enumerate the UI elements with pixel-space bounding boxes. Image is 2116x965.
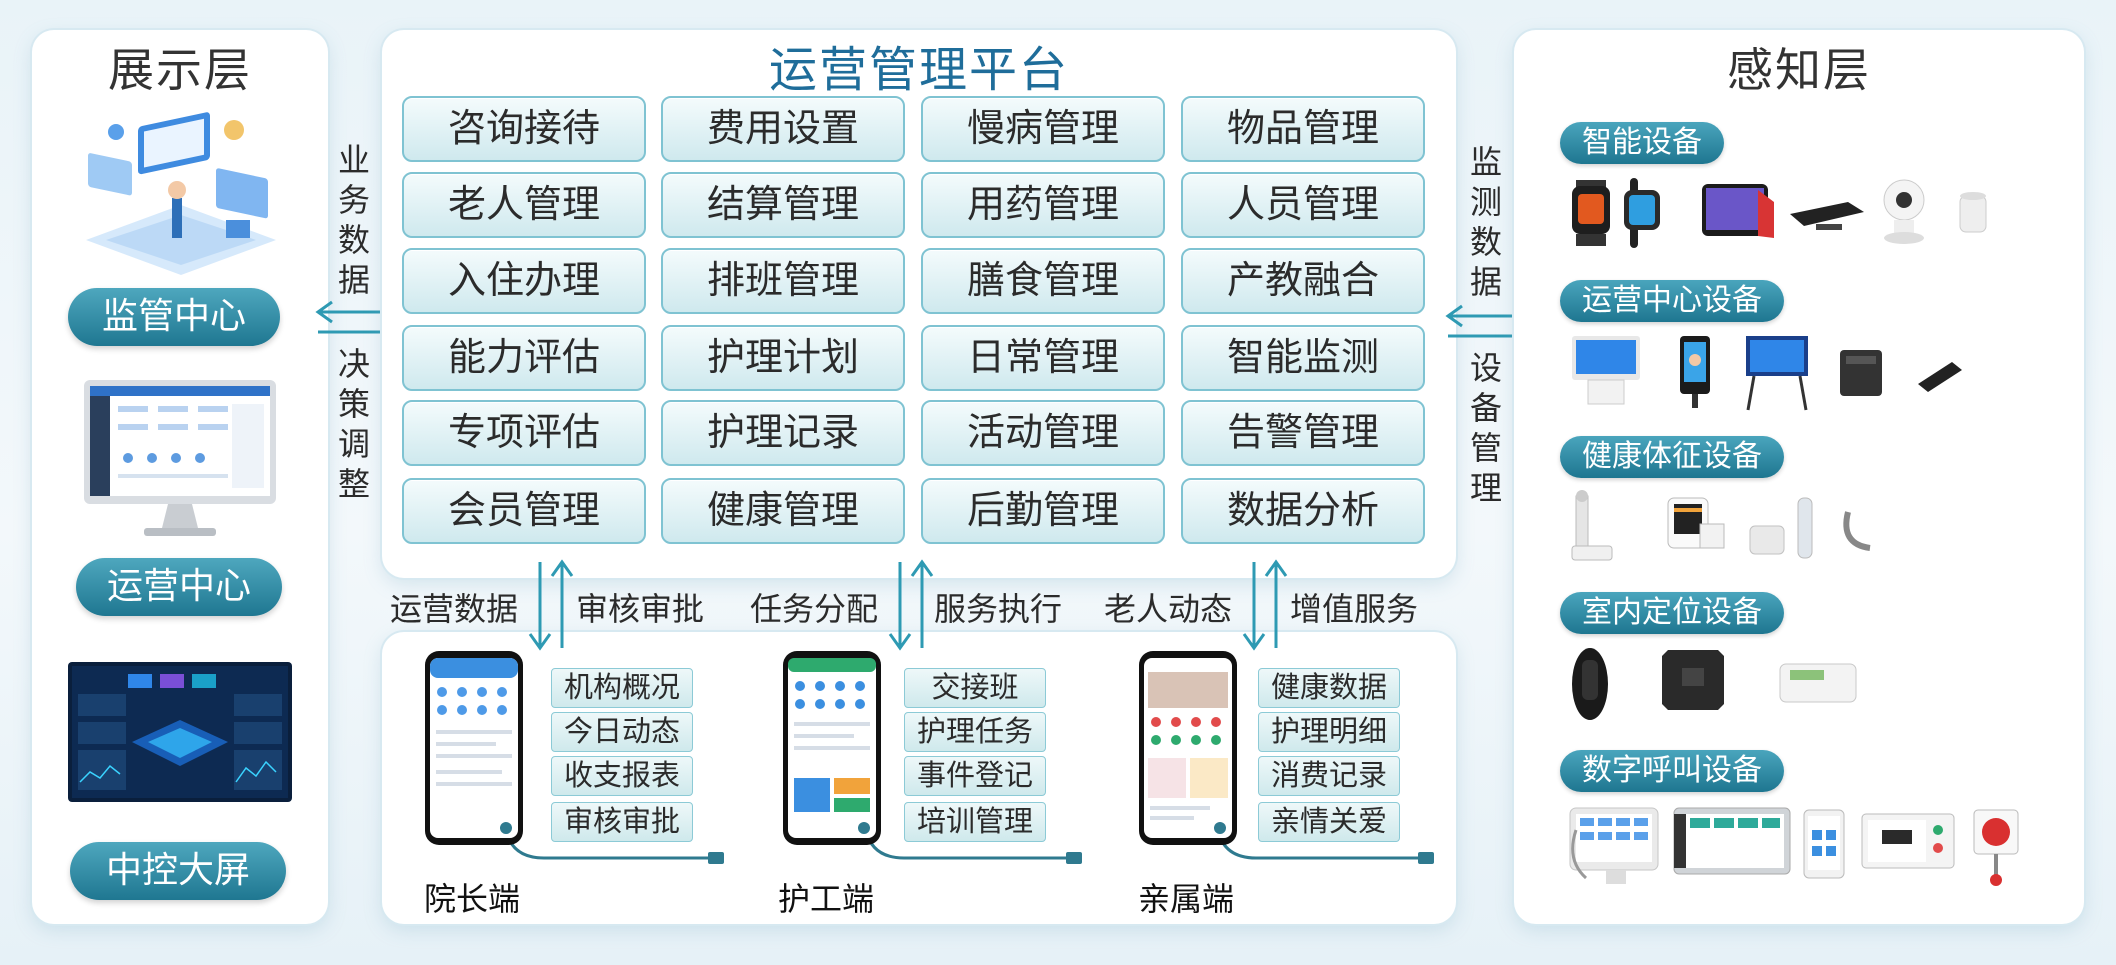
caregiver-phone-mockup	[783, 651, 881, 845]
flow-down-label-1: 任务分配	[750, 590, 879, 628]
display-layer-title: 展示层	[108, 43, 252, 97]
supervision-center-label: 监管中心	[68, 288, 280, 346]
platform-title: 运营管理平台	[768, 42, 1069, 98]
app-feature-tag[interactable]: 亲情关爱	[1258, 802, 1400, 842]
platform-module[interactable]: 活动管理	[921, 400, 1165, 466]
supervision-center-illustration	[86, 112, 276, 275]
control-screen-label: 中控大屏	[70, 842, 286, 900]
platform-module[interactable]: 智能监测	[1181, 325, 1425, 391]
app-feature-tag[interactable]: 消费记录	[1258, 756, 1400, 796]
platform-module[interactable]: 产教融合	[1181, 248, 1425, 314]
platform-module[interactable]: 后勤管理	[921, 478, 1165, 544]
flow-up-label-2: 增值服务	[1290, 590, 1419, 628]
platform-module[interactable]: 膳食管理	[921, 248, 1165, 314]
app-feature-tag[interactable]: 机构概况	[551, 668, 693, 708]
device-manage-label: 设备管理	[1466, 348, 1506, 508]
app-feature-tag[interactable]: 护理明细	[1258, 712, 1400, 752]
monitor-data-label: 监测数据	[1466, 142, 1506, 302]
app-feature-tag[interactable]: 培训管理	[904, 802, 1046, 842]
flow-down-label-0: 运营数据	[390, 590, 519, 628]
app-label-director: 院长端	[424, 880, 521, 918]
monitor-data-text: 监测数据	[1469, 143, 1502, 301]
platform-module[interactable]: 人员管理	[1181, 172, 1425, 238]
platform-module[interactable]: 数据分析	[1181, 478, 1425, 544]
platform-module[interactable]: 用药管理	[921, 172, 1165, 238]
app-label-caregiver: 护工端	[778, 880, 875, 918]
operations-center-label: 运营中心	[76, 558, 282, 616]
app-feature-tag[interactable]: 事件登记	[904, 756, 1046, 796]
app-feature-tag[interactable]: 交接班	[904, 668, 1046, 708]
digital-call-devices-row	[1569, 807, 2019, 886]
category-indoor-positioning-devices: 室内定位设备	[1560, 592, 1784, 634]
indoor-positioning-devices-row	[1572, 648, 1857, 720]
app-feature-tag[interactable]: 今日动态	[551, 712, 693, 752]
platform-module[interactable]: 日常管理	[921, 325, 1165, 391]
business-data-label: 业务数据	[334, 140, 374, 300]
family-phone-mockup	[1139, 651, 1237, 845]
decision-adjust-text: 决策调整	[337, 345, 370, 503]
platform-module[interactable]: 咨询接待	[402, 96, 646, 162]
category-digital-call-devices: 数字呼叫设备	[1560, 750, 1784, 792]
platform-module[interactable]: 慢病管理	[921, 96, 1165, 162]
platform-module[interactable]: 会员管理	[402, 478, 646, 544]
flow-up-label-1: 服务执行	[934, 590, 1063, 628]
flow-down-label-2: 老人动态	[1104, 590, 1233, 628]
ops-center-devices-row	[1572, 336, 1962, 411]
app-feature-tag[interactable]: 审核审批	[551, 802, 693, 842]
platform-module[interactable]: 护理计划	[661, 325, 905, 391]
platform-module[interactable]: 专项评估	[402, 400, 646, 466]
app-label-family: 亲属端	[1138, 880, 1235, 918]
platform-module[interactable]: 排班管理	[661, 248, 905, 314]
platform-module[interactable]: 老人管理	[402, 172, 646, 238]
platform-module[interactable]: 结算管理	[661, 172, 905, 238]
category-health-devices: 健康体征设备	[1560, 436, 1784, 478]
platform-module[interactable]: 健康管理	[661, 478, 905, 544]
flow-up-label-0: 审核审批	[576, 590, 705, 628]
device-manage-text: 设备管理	[1469, 349, 1502, 507]
display-layer-panel: 展示层 监管中心 运营中心	[32, 30, 328, 924]
platform-module[interactable]: 入住办理	[402, 248, 646, 314]
decision-adjust-label: 决策调整	[334, 344, 374, 504]
app-feature-tag[interactable]: 护理任务	[904, 712, 1046, 752]
health-devices-row	[1571, 490, 1871, 561]
business-data-text: 业务数据	[337, 141, 370, 299]
operations-center-monitor	[84, 380, 276, 536]
app-feature-tag[interactable]: 收支报表	[551, 756, 693, 796]
platform-module[interactable]: 护理记录	[661, 400, 905, 466]
app-feature-tag[interactable]: 健康数据	[1258, 668, 1400, 708]
control-screen-illustration	[68, 662, 292, 802]
smart-devices-row	[1572, 178, 1987, 248]
category-ops-center-devices: 运营中心设备	[1560, 280, 1784, 322]
perception-layer-title: 感知层	[1727, 43, 1871, 97]
platform-module[interactable]: 费用设置	[661, 96, 905, 162]
category-smart-devices: 智能设备	[1560, 122, 1724, 164]
director-phone-mockup	[425, 651, 523, 845]
platform-module[interactable]: 物品管理	[1181, 96, 1425, 162]
platform-module[interactable]: 能力评估	[402, 325, 646, 391]
platform-module[interactable]: 告警管理	[1181, 400, 1425, 466]
